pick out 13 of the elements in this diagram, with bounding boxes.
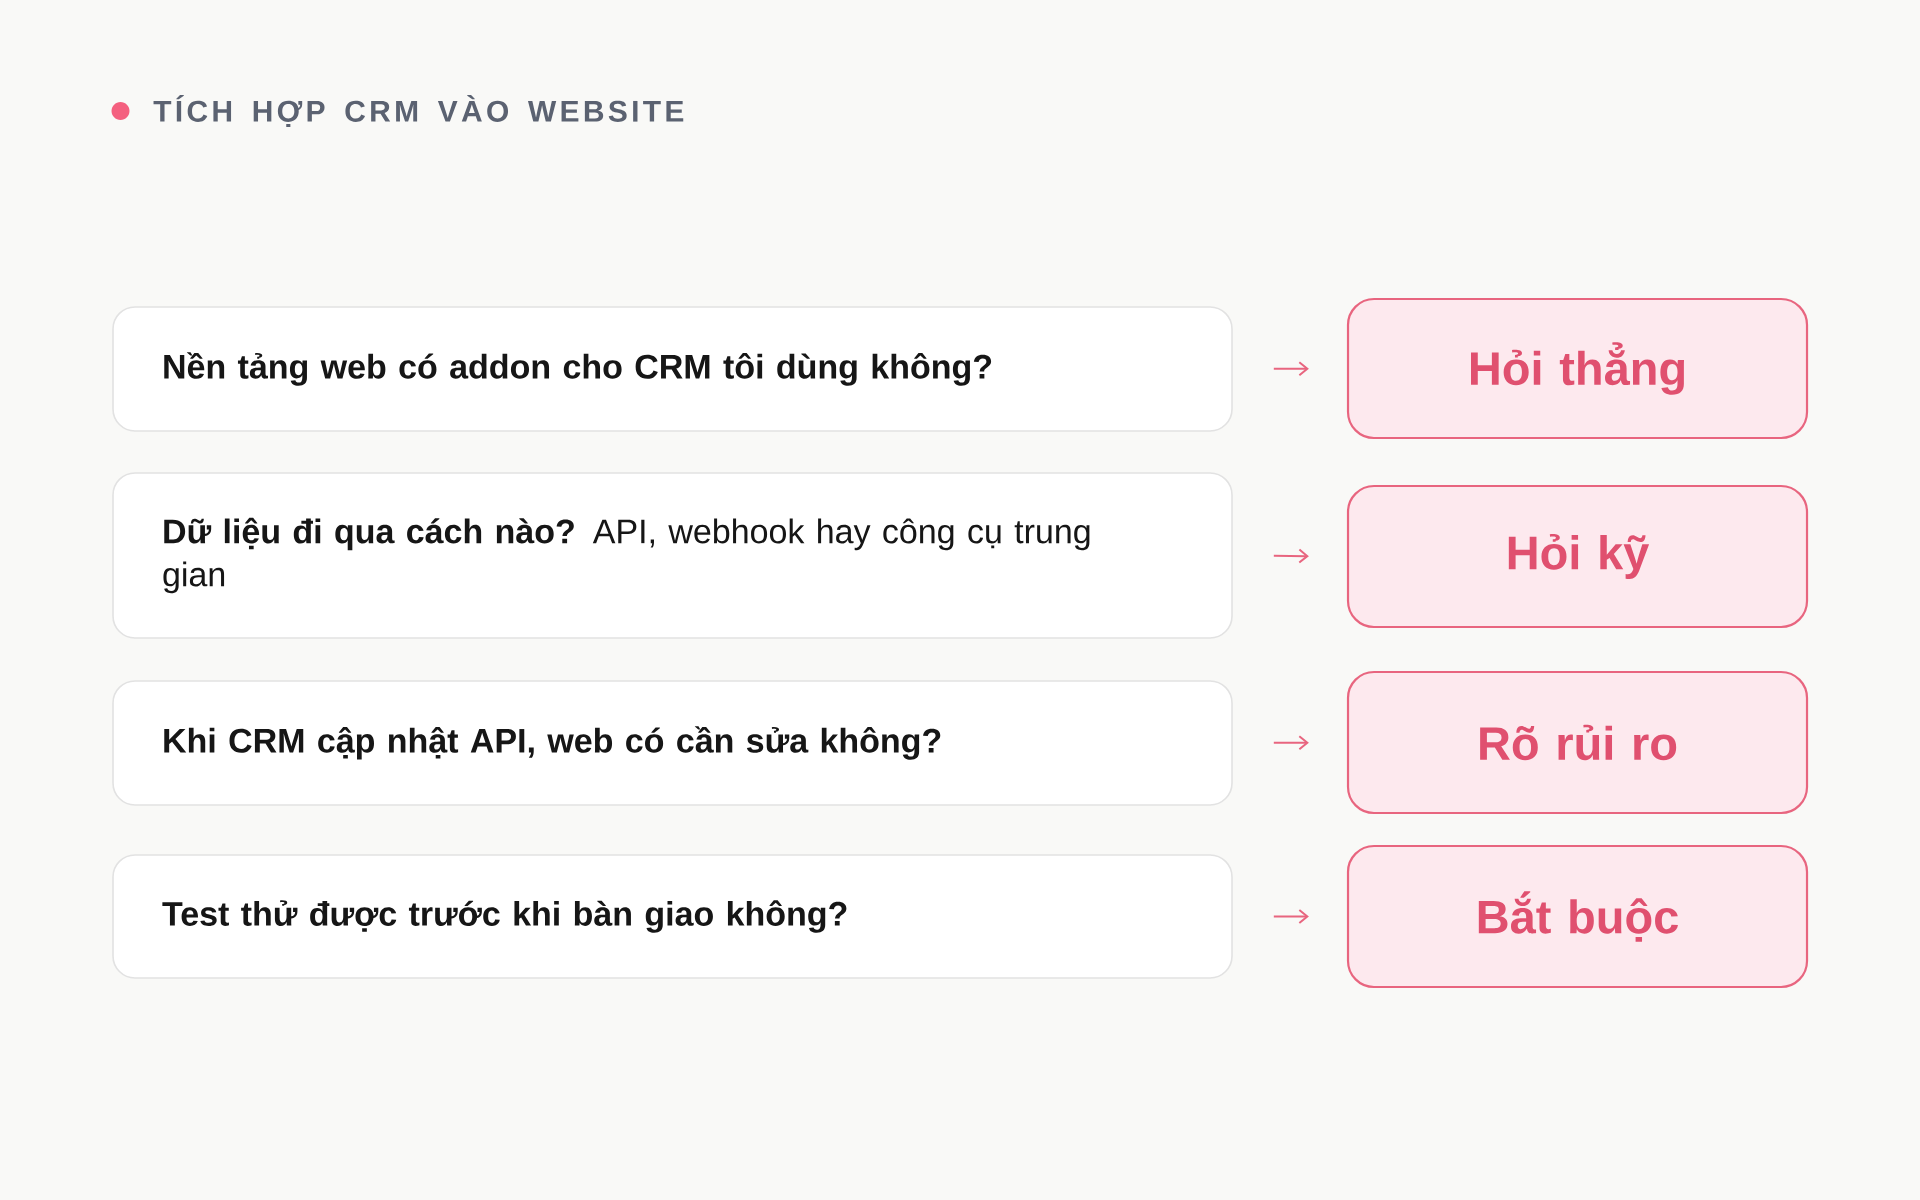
answer-box: Hỏi thẳng bbox=[1346, 297, 1809, 440]
question-box: Dữ liệu đi qua cách nào? API, webhook hay công cụ trung gian bbox=[112, 472, 1233, 639]
answer-box: Rõ rủi ro bbox=[1346, 670, 1809, 815]
arrow bbox=[1272, 909, 1309, 924]
title: TÍCH HỢP CRM VÀO WEBSITE bbox=[153, 95, 684, 127]
answer-box: Hỏi kỹ bbox=[1346, 484, 1809, 629]
question-box: Nền tảng web có addon cho CRM tôi dùng không? bbox=[112, 306, 1233, 432]
arrow bbox=[1272, 361, 1309, 377]
arrow bbox=[1272, 735, 1309, 751]
arrow bbox=[1272, 548, 1309, 564]
question-box: Khi CRM cập nhật API, web có cần sửa không? bbox=[112, 680, 1233, 806]
question-box: Test thử được trước khi bàn giao không? bbox=[112, 854, 1233, 979]
answer-box: Bắt buộc bbox=[1346, 844, 1809, 989]
